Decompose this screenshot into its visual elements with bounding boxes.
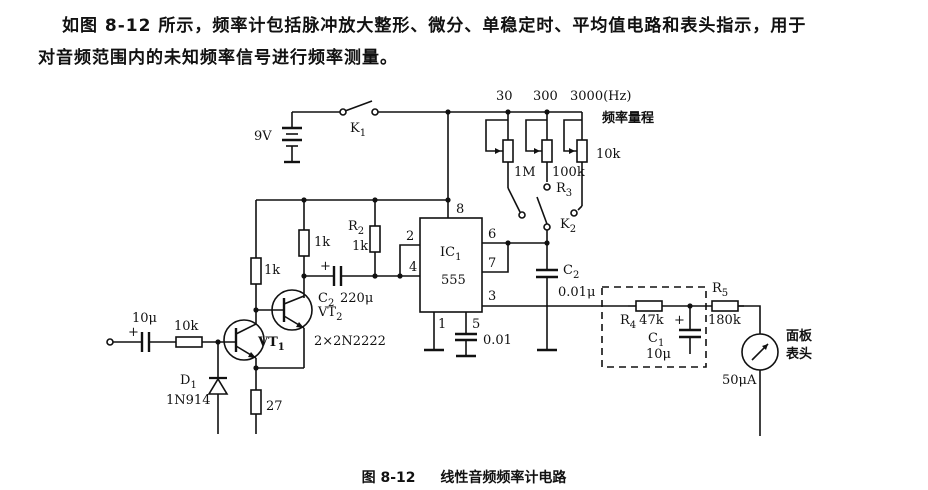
rc-1k-label: 1k — [314, 235, 330, 250]
k2-label: K2 — [560, 217, 576, 235]
cap-pin5-label: 0.01 — [483, 333, 512, 348]
panel-meter: 面板 表头 50μA — [722, 305, 813, 436]
c2-left-value: 220μ — [340, 291, 373, 306]
d1-label: D1 — [180, 373, 197, 391]
r-1k-vt1-label: 1k — [264, 263, 280, 278]
vt2-label: VT2 — [317, 305, 342, 323]
cap-c2-timing: C2 0.01μ — [536, 243, 595, 352]
resistor-1k-vt1: 1k — [250, 200, 280, 313]
range-3000-label: 3000(Hz) — [570, 89, 631, 104]
pin-2: 2 — [406, 229, 414, 244]
diode-d1: D1 1N914 — [166, 342, 229, 434]
pot-10k: 10k — [563, 112, 621, 206]
resistor-1k-vt2: 1k — [298, 200, 330, 298]
c2-right-value: 0.01μ — [558, 285, 595, 300]
transistor-vt1: VT1 — [223, 310, 285, 368]
pot-100k: 100k — [525, 109, 585, 182]
r5-label: R5 — [712, 281, 728, 299]
figure-caption: 图 8-12 线性音频频率计电路 — [0, 467, 928, 487]
battery-label: 9V — [254, 129, 272, 144]
description-line-1: 如图 8-12 所示，频率计包括脉冲放大整形、微分、单稳定时、平均值电路和表头指… — [62, 16, 807, 36]
d1-part: 1N914 — [166, 393, 210, 408]
k1-label: K1 — [350, 121, 366, 139]
r5-value: 180k — [708, 313, 741, 328]
r2-value: 1k — [352, 239, 368, 254]
input-res-label: 10k — [174, 319, 199, 334]
description-paragraph: 如图 8-12 所示，频率计包括脉冲放大整形、微分、单稳定时、平均值电路和表头指… — [38, 10, 918, 74]
meter-value: 50μA — [722, 373, 757, 388]
c2-left-label: C2 — [318, 291, 334, 309]
meter-label-1: 面板 — [786, 328, 813, 344]
figure-number: 图 8-12 — [361, 470, 416, 486]
switch-k2: R3 K2 — [507, 181, 583, 235]
c1-label: C1 — [648, 331, 664, 349]
vt1-label: VT1 — [257, 335, 285, 353]
pin-4: 4 — [409, 260, 417, 275]
range-30-label: 30 — [496, 89, 513, 104]
transistor-vt2: VT2 2×2N2222 — [256, 289, 386, 368]
r2-label: R2 — [348, 219, 364, 237]
pot-100k-label: 100k — [552, 165, 585, 180]
ic1-part: 555 — [441, 273, 466, 288]
meter-label-2: 表头 — [785, 346, 812, 362]
r3-label: R3 — [556, 181, 572, 199]
pin-5: 5 — [472, 317, 480, 332]
transistor-part-label: 2×2N2222 — [314, 334, 386, 349]
averaging-box — [601, 286, 707, 368]
figure-title: 线性音频频率计电路 — [440, 470, 567, 486]
resistor-27: 27 — [250, 368, 283, 434]
c1-value: 10μ — [646, 347, 671, 362]
ic1-label: IC1 — [440, 245, 461, 263]
resistor-r2: R2 1k — [348, 200, 381, 276]
description-line-2: 对音频范围内的未知频率信号进行频率测量。 — [38, 48, 398, 68]
c2-left-plus: + — [320, 259, 331, 274]
input-cap-plus: + — [128, 325, 139, 340]
battery-9v: 9V — [254, 112, 302, 164]
range-title-label: 频率量程 — [602, 110, 654, 126]
range-300-label: 300 — [533, 89, 558, 104]
cap-pin5: 5 0.01 — [455, 312, 512, 358]
c2-right-label: C2 — [563, 263, 579, 281]
input-cap-label: 10μ — [132, 311, 157, 326]
pin-8: 8 — [456, 202, 464, 217]
switch-k1: K1 — [292, 100, 448, 139]
pin-3: 3 — [488, 289, 496, 304]
pin-1: 1 — [438, 317, 446, 332]
pot-10k-label: 10k — [596, 147, 621, 162]
ic1-555: IC1 555 — [419, 217, 483, 313]
pot-1m: 1M — [485, 109, 536, 188]
pin-7: 7 — [488, 256, 496, 271]
resistor-r5: R5 180k — [708, 281, 741, 328]
input-section: + 10μ 10k — [106, 311, 236, 352]
cap-c1: + C1 10μ — [646, 306, 701, 362]
pin-6: 6 — [488, 227, 496, 242]
pot-1m-label: 1M — [514, 165, 536, 180]
r-27-label: 27 — [266, 399, 283, 414]
c1-plus: + — [674, 313, 685, 328]
cap-c2-coupling: + C2 220μ — [304, 259, 403, 309]
